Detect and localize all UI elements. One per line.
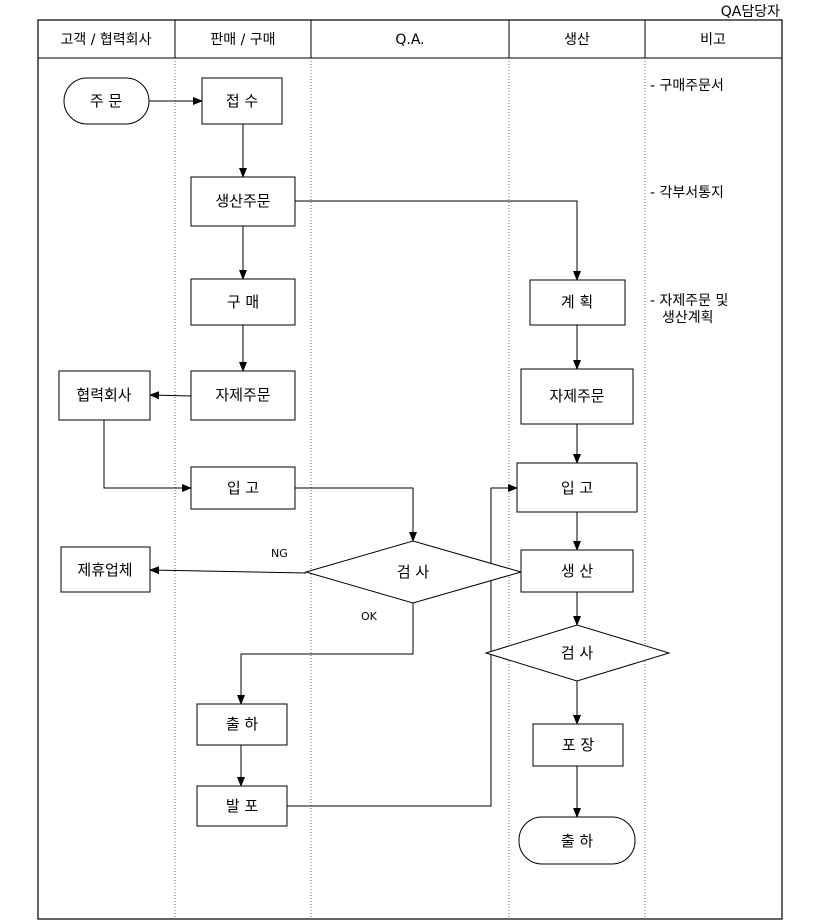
note-material-order-line1: - 자제주문 및 [650,293,728,309]
note-department-notice: - 각부서통지 [650,185,724,201]
edge-receiving-to-inspection [295,487,417,542]
node-receiving-sales: 입 고 [190,466,296,510]
node-material-order-prod: 자제주문 [520,368,634,425]
node-label: 주 문 [90,92,123,110]
node-partner: 협력회사 [58,370,151,421]
node-label: 출 하 [226,715,259,733]
lane-header-sales: 판매 / 구매 [210,32,275,48]
node-purchase: 구 매 [190,278,296,326]
edge-matorder-to-partner [149,391,192,400]
node-shipment-prod: 출 하 [518,816,636,865]
node-dispatch: 발 포 [196,785,288,827]
node-label: 자제주문 [215,386,270,404]
lane-header-production: 생산 [564,32,590,48]
node-affiliate: 제휴업체 [60,546,151,593]
node-label: 계 획 [561,293,593,311]
node-label: 구 매 [227,293,259,311]
node-label: 검 사 [561,644,594,662]
edge-inspection-ok-to-shipment [237,603,414,705]
node-production-order: 생산주문 [190,176,296,227]
node-label: 출 하 [561,832,594,850]
edge-inspection-ng-to-affiliate [149,566,307,575]
edge-prodorder-to-plan [295,200,581,281]
node-material-order-sales: 자제주문 [190,370,296,421]
edge-label-ng: NG [271,547,288,560]
node-label: 입 고 [561,479,593,497]
node-production: 생 산 [520,549,634,593]
edge-dispatch-to-receiving-prod [287,484,518,807]
document-title: QA담당자 [721,4,780,20]
lane-header-customer: 고객 / 협력회사 [61,32,152,48]
diagram-frame [37,19,783,920]
node-label: 협력회사 [76,386,131,404]
node-plan: 계 획 [529,279,626,326]
lane-header-remarks: 비고 [700,32,726,48]
node-inspection-qa: 검 사 [304,540,523,604]
node-inspection-prod: 검 사 [484,624,671,682]
node-receipt: 접 수 [201,77,283,125]
node-receiving-prod: 입 고 [516,462,638,513]
node-label: 생산주문 [215,192,270,210]
node-order: 주 문 [63,77,150,125]
node-label: 발 포 [226,797,259,815]
node-shipment-sales: 출 하 [196,703,288,746]
node-label: 생 산 [561,562,594,580]
node-label: 자제주문 [549,387,604,405]
node-packing: 포 장 [532,723,624,767]
node-label: 검 사 [397,563,430,581]
node-label: 입 고 [227,479,259,497]
note-material-order-line2: 생산계획 [662,310,714,326]
node-label: 포 장 [562,736,595,754]
edge-partner-to-receiving [103,420,192,492]
lane-header-qa: Q.A. [395,32,424,48]
note-purchase-order: - 구매주문서 [650,78,724,94]
edge-label-ok: OK [361,610,378,623]
node-label: 제휴업체 [77,561,132,579]
node-label: 접 수 [226,92,258,110]
connectors [103,97,581,818]
